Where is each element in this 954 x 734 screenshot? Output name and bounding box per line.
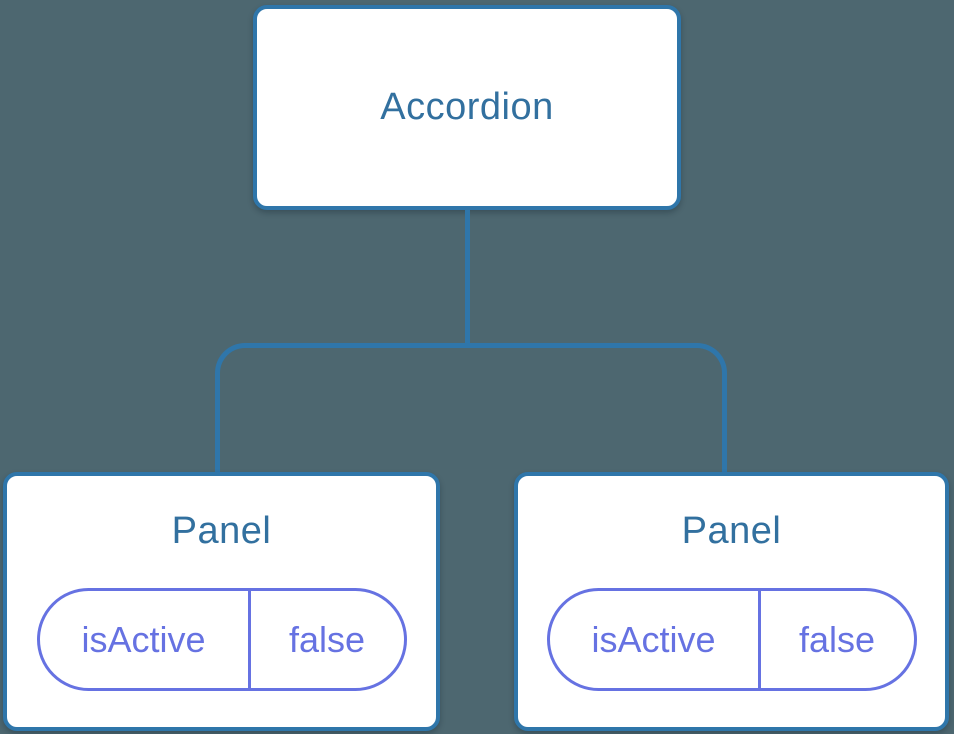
panel-node-label: Panel xyxy=(171,510,272,552)
state-value: false xyxy=(289,618,366,660)
connector-branch-bracket xyxy=(215,343,727,472)
tree-node-panel-right: Panel isActive false xyxy=(514,472,949,731)
tree-node-accordion: Accordion xyxy=(253,5,681,210)
accordion-node-label: Accordion xyxy=(380,86,554,128)
state-name: isActive xyxy=(40,591,251,688)
state-pill: isActive false xyxy=(546,588,917,691)
state-pill: isActive false xyxy=(36,588,407,691)
panel-node-label: Panel xyxy=(681,510,782,552)
connector-trunk-line xyxy=(465,208,470,345)
state-value: false xyxy=(799,618,876,660)
tree-node-panel-left: Panel isActive false xyxy=(3,472,440,731)
state-name: isActive xyxy=(550,591,761,688)
